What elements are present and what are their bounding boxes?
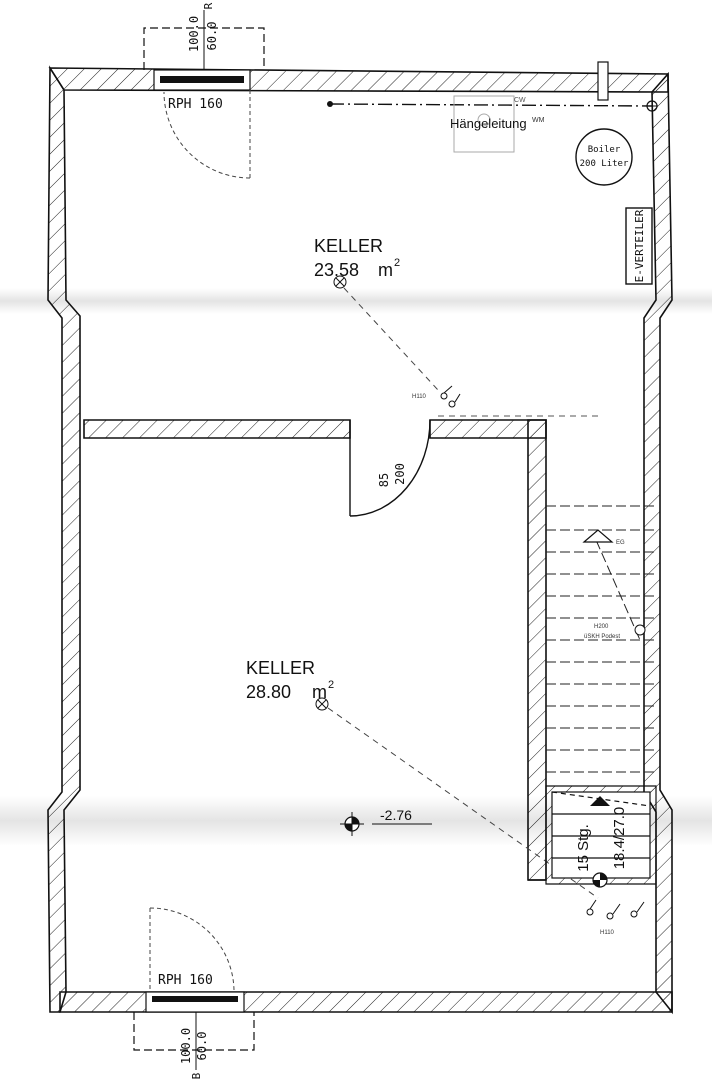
- window-top-dim-suffix: R: [202, 2, 215, 9]
- switch-symbol-lower: [586, 899, 645, 920]
- door-interior: 85 200: [349, 419, 431, 517]
- window-bottom-dims: 100.0 60.0 B: [179, 1012, 209, 1079]
- boiler-label-2: 200 Liter: [580, 159, 629, 169]
- window-top: [153, 69, 251, 91]
- room-2-area: 28.80: [246, 682, 291, 702]
- window-top-dim-2: 60.0: [205, 22, 219, 51]
- stair-level-marker: [590, 796, 610, 888]
- room-2-unit: m: [312, 682, 327, 702]
- room-2-unit-sup: 2: [328, 679, 334, 691]
- cw-label: CW: [514, 97, 526, 104]
- window-bottom-dim-1: 100.0: [179, 1028, 193, 1064]
- stair-arrow-up: [582, 529, 614, 543]
- stair-light: [634, 624, 646, 636]
- window-bottom-dim-prefix: B: [190, 1072, 203, 1079]
- haengeleitung-label: Hängeleitung: [450, 116, 527, 131]
- pipe-marks: [597, 61, 609, 101]
- h110-upper-label: H110: [412, 394, 427, 400]
- window-bottom: [145, 991, 245, 1013]
- level-marker: [340, 812, 432, 836]
- room-1-name: KELLER: [314, 236, 383, 256]
- room-1-area: 23.58: [314, 260, 359, 280]
- room-1-unit: m: [378, 260, 393, 280]
- window-top-label: RPH 160: [168, 97, 223, 112]
- e-verteiler-label: E-VERTEILER: [633, 209, 646, 282]
- stair-steps-label: 15 Stg.: [575, 824, 592, 872]
- haengeleitung-suffix: WM: [532, 117, 545, 124]
- boiler-label-1: Boiler: [588, 145, 621, 155]
- window-swing-arcs: [149, 90, 251, 992]
- room-1-unit-sup: 2: [394, 257, 400, 269]
- window-bottom-dim-2: 60.0: [195, 1032, 209, 1061]
- scan-band-upper: [0, 288, 712, 314]
- window-top-dim-1: 100.0: [187, 16, 201, 52]
- e-verteiler-box: [625, 207, 653, 285]
- door-width-label: 85: [377, 473, 391, 487]
- switch-symbol-upper: [440, 385, 461, 408]
- level-value: -2.76: [380, 807, 412, 823]
- light-wire-1: [343, 287, 439, 391]
- staircase: [546, 505, 656, 773]
- window-dimension-boxes: [133, 27, 265, 1051]
- window-bottom-label: RPH 160: [158, 973, 213, 988]
- stair-lower-flight: [545, 785, 657, 885]
- stair-rise-run-label: 18.4/27.0: [611, 807, 628, 870]
- h200-label: H200: [594, 624, 609, 630]
- window-top-dims: 100.0 60.0 R: [187, 2, 219, 70]
- ceiling-light-1: [333, 275, 347, 289]
- h200-sub-label: üSKH Podest: [584, 634, 620, 640]
- room-2-name: KELLER: [246, 658, 315, 678]
- boiler-symbol: [575, 128, 633, 186]
- stair-eg-label: EG: [616, 540, 625, 546]
- door-height-label: 200: [393, 463, 407, 485]
- h110-lower-label: H110: [600, 930, 615, 936]
- ceiling-light-2: [315, 697, 329, 711]
- haengeleitung-line: [327, 95, 658, 153]
